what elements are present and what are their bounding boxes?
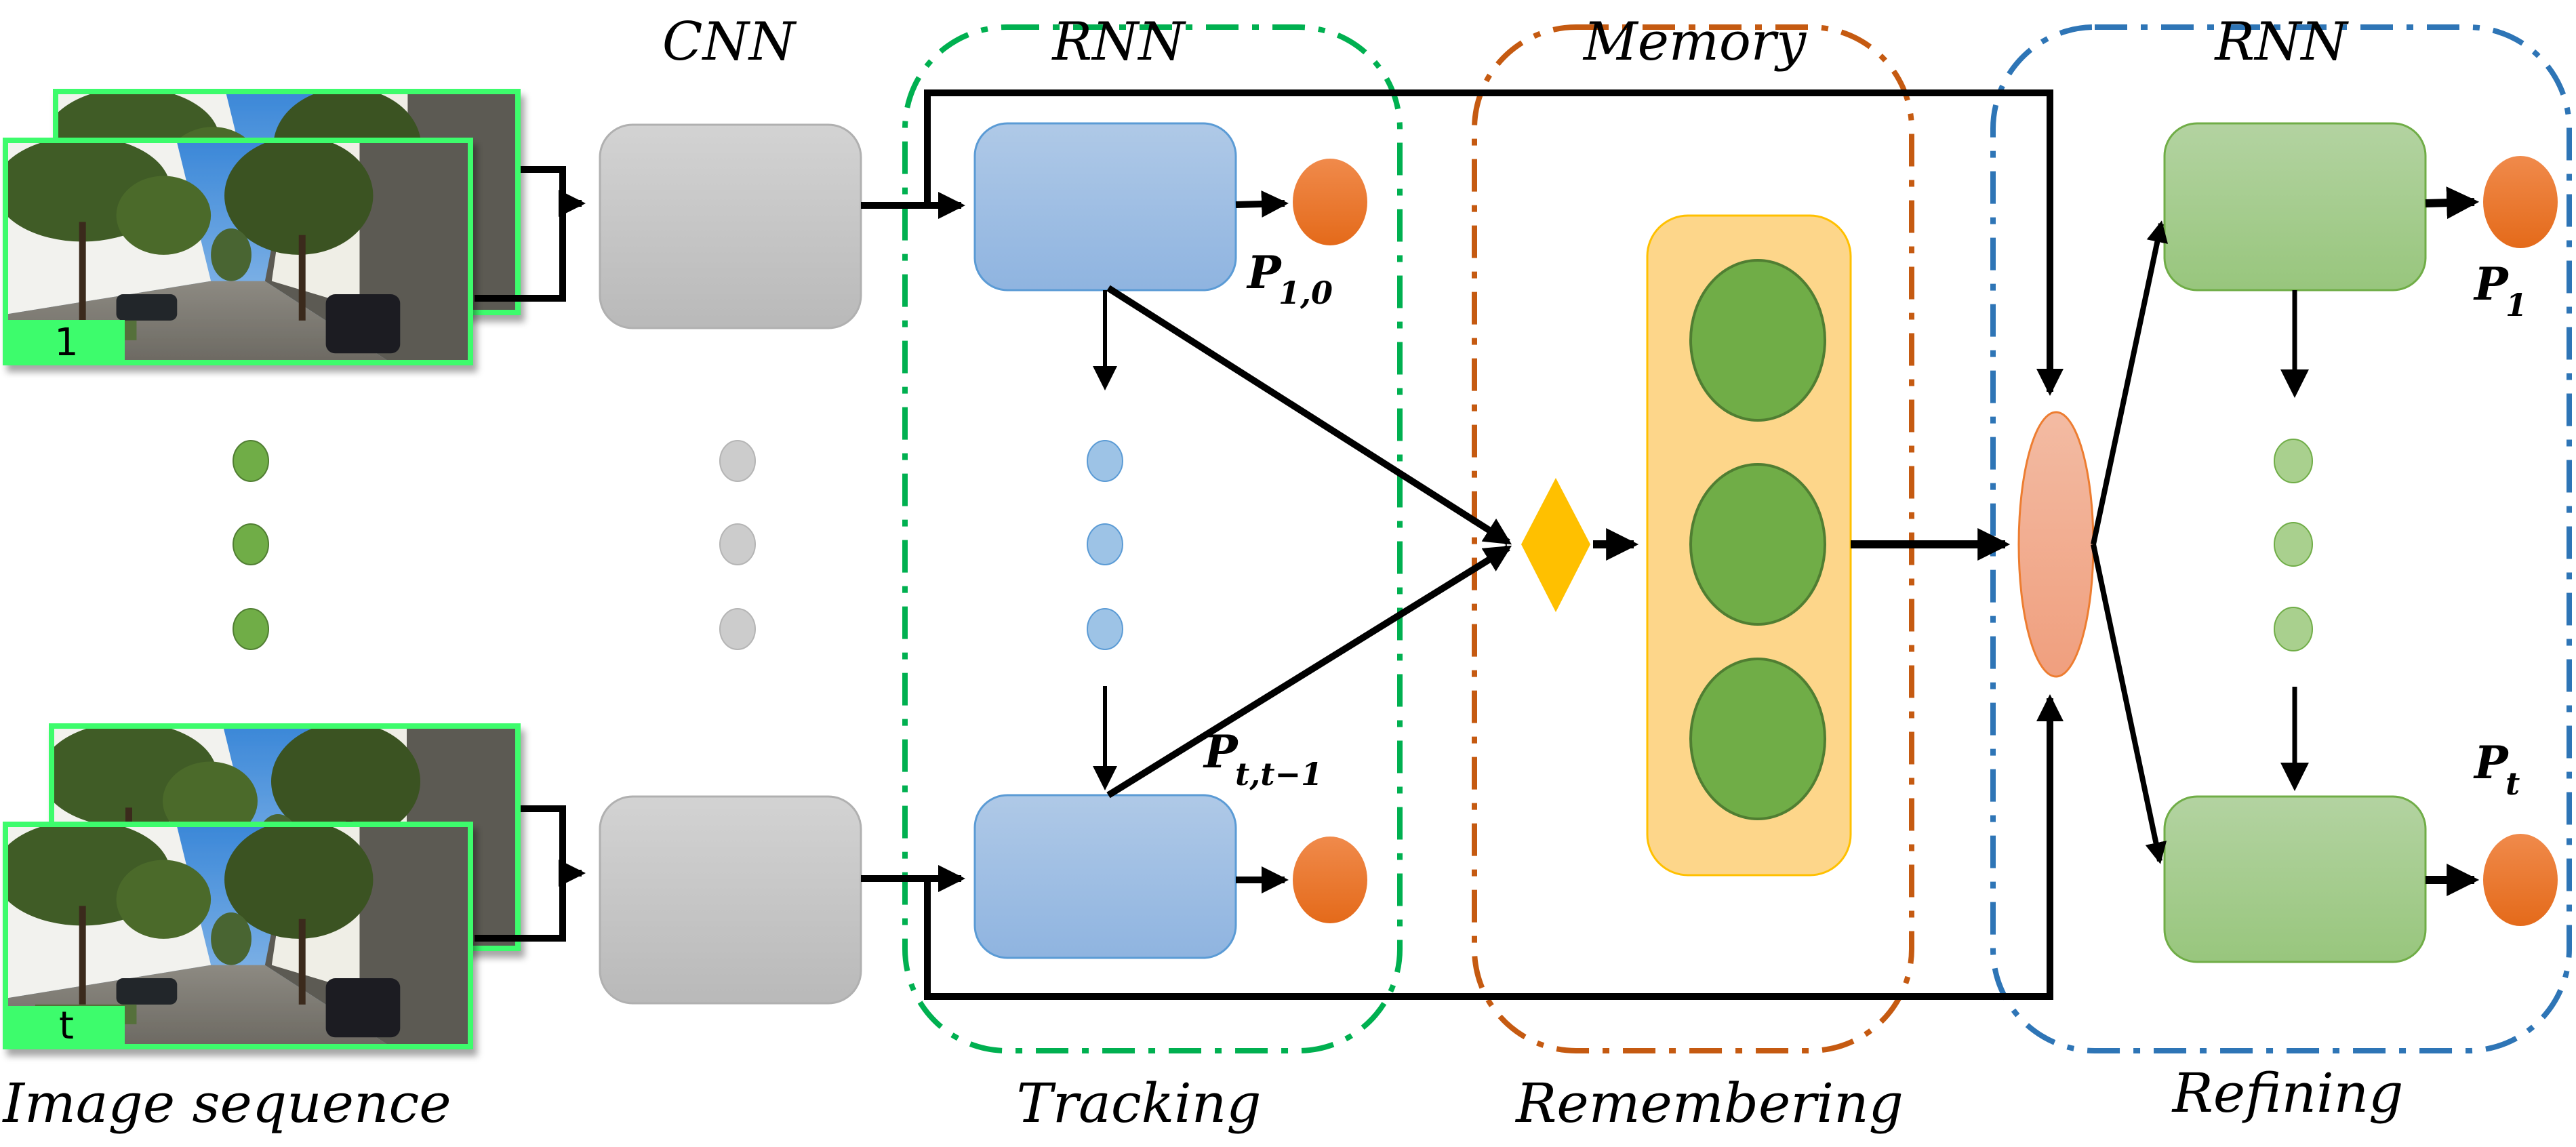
refining-rnn-block-t bbox=[2163, 795, 2427, 963]
refining1-to-pose-arrow bbox=[2425, 186, 2480, 220]
cnn-header-label: CNN bbox=[662, 12, 797, 73]
pose-label-pt: P t bbox=[2473, 736, 2520, 802]
cnn-ellipsis-dots bbox=[719, 440, 756, 650]
framet-to-cnn-connector bbox=[475, 805, 582, 942]
memory-cell-1 bbox=[1689, 259, 1826, 422]
tracking-rnn-header-label: RNN bbox=[1051, 12, 1186, 73]
sequence-ellipsis-dots bbox=[233, 440, 269, 650]
memory-cell-3 bbox=[1689, 658, 1826, 820]
refining-rnn-header-label: RNN bbox=[2213, 12, 2349, 73]
refining-ellipsis-dots bbox=[2274, 439, 2313, 651]
fusion-to-refiningt-arrow bbox=[2091, 544, 2167, 864]
refining-stage-box bbox=[1990, 24, 2572, 1053]
svg-text:1,0: 1,0 bbox=[1279, 275, 1333, 311]
pose-label-p1: P 1 bbox=[2473, 258, 2527, 323]
svg-text:P: P bbox=[1203, 725, 1239, 778]
connections bbox=[861, 89, 2480, 1000]
posett1-to-attention-arrow bbox=[1106, 544, 1512, 799]
global-pose-output-t bbox=[2483, 834, 2558, 926]
svg-text:1: 1 bbox=[2505, 287, 2527, 323]
fusion-to-refining1-arrow bbox=[2091, 220, 2169, 545]
cnn-block-t bbox=[599, 795, 862, 1005]
frame1-to-cnn-connector bbox=[475, 166, 582, 302]
memory-header-label: Memory bbox=[1582, 12, 1807, 73]
attention-diamond bbox=[1521, 478, 1590, 612]
svg-text:P: P bbox=[2473, 258, 2510, 310]
svg-text:t: t bbox=[2505, 765, 2520, 802]
tracking-stage-box bbox=[902, 24, 1403, 1053]
global-pose-output-1 bbox=[2483, 156, 2558, 248]
tracking-label: Tracking bbox=[1017, 1072, 1262, 1135]
frame-tag-t: t bbox=[59, 1004, 74, 1048]
refining-rnn-block-1 bbox=[2163, 122, 2427, 291]
frame-stack-1: 1 bbox=[3, 89, 521, 365]
cnn-block-1 bbox=[599, 123, 862, 329]
memory-stage-box bbox=[1472, 24, 1914, 1053]
svg-text:P: P bbox=[1246, 246, 1283, 299]
tracking-ellipsis-dots bbox=[1087, 440, 1123, 650]
refining-label: Refining bbox=[2171, 1062, 2404, 1125]
image-sequence-label: Image sequence bbox=[1, 1072, 451, 1135]
tracking-rnn-block-t bbox=[973, 794, 1237, 959]
rnn1-to-pose-arrow bbox=[1235, 190, 1289, 218]
fusion-oval bbox=[2017, 411, 2095, 678]
bottom-skip-connection bbox=[924, 694, 2064, 1000]
pose-label-ptt1: P t,t−1 bbox=[1203, 725, 1323, 792]
pose10-to-attention-arrow bbox=[1106, 285, 1512, 546]
svg-text:t,t−1: t,t−1 bbox=[1235, 756, 1323, 792]
memory-cell-2 bbox=[1689, 463, 1826, 626]
svg-text:P: P bbox=[2473, 736, 2510, 789]
frame-tag-1: 1 bbox=[54, 321, 79, 365]
remembering-label: Remembering bbox=[1514, 1072, 1904, 1135]
tracking-rnn-block-1 bbox=[973, 122, 1237, 291]
relative-pose-output-1 bbox=[1293, 159, 1367, 245]
frame-stack-t: t bbox=[3, 723, 521, 1049]
pose-label-p10: P 1,0 bbox=[1246, 246, 1333, 311]
relative-pose-output-t bbox=[1293, 837, 1367, 923]
top-skip-connection bbox=[924, 89, 2064, 396]
